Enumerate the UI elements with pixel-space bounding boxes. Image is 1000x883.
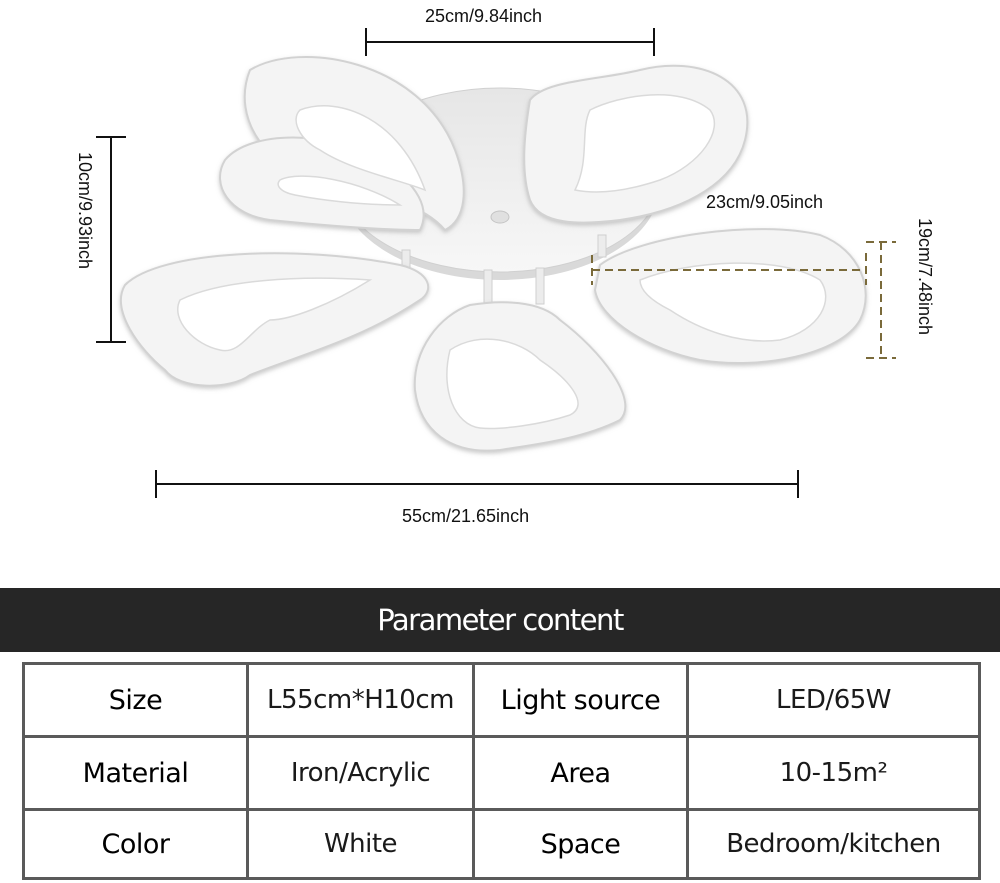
param-value-material: Iron/Acrylic <box>246 735 475 811</box>
petal-width-label: 19cm/7.48inch <box>915 218 935 336</box>
param-value-area: 10-15m² <box>686 735 981 811</box>
dimension-lines <box>96 28 799 498</box>
parameter-header: Parameter content <box>0 588 1000 652</box>
param-value-light-source: LED/65W <box>686 662 981 738</box>
parameter-table: Size L55cm*H10cm Light source LED/65W Ma… <box>22 662 981 880</box>
petal-dimension-lines <box>591 241 896 359</box>
top-width-label: 25cm/9.84inch <box>425 6 543 26</box>
param-value-size: L55cm*H10cm <box>246 662 475 738</box>
param-value-color: White <box>246 808 475 880</box>
height-label: 10cm/9.93inch <box>75 152 95 270</box>
param-key-material: Material <box>22 735 249 811</box>
param-key-color: Color <box>22 808 249 880</box>
parameter-title: Parameter content <box>377 603 624 637</box>
table-row: Size L55cm*H10cm Light source LED/65W <box>22 662 981 738</box>
table-row: Color White Space Bedroom/kitchen <box>22 808 981 880</box>
petal-cutouts <box>177 94 827 430</box>
total-width-label: 55cm/21.65inch <box>402 506 530 526</box>
ceiling-light-illustration <box>96 28 896 498</box>
param-value-space: Bedroom/kitchen <box>686 808 981 880</box>
param-key-area: Area <box>472 735 689 811</box>
param-key-space: Space <box>472 808 689 880</box>
product-figure: 25cm/9.84inch 10cm/9.93inch 23cm/9.05inc… <box>75 6 935 526</box>
petal-length-label: 23cm/9.05inch <box>706 192 824 212</box>
param-key-size: Size <box>22 662 249 738</box>
param-key-light-source: Light source <box>472 662 689 738</box>
table-row: Material Iron/Acrylic Area 10-15m² <box>22 735 981 811</box>
